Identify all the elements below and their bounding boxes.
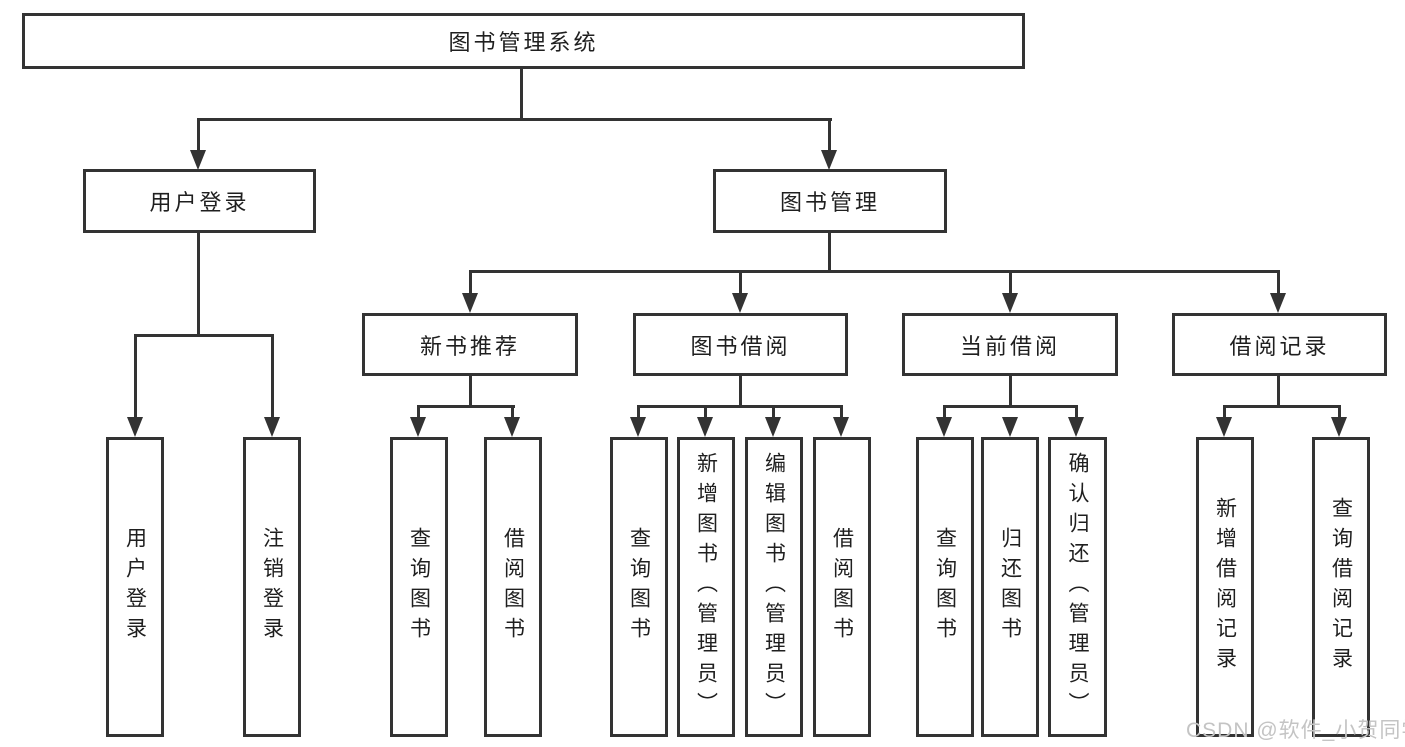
node-borrow-records: 借阅记录	[1172, 313, 1387, 376]
leaf-confirm-return-admin: 确认归还（管理员）	[1048, 437, 1107, 737]
connector-line	[1338, 405, 1341, 420]
arrow-down-icon	[264, 417, 280, 437]
arrow-down-icon	[410, 417, 426, 437]
connector-line	[469, 376, 472, 408]
arrow-down-icon	[1002, 417, 1018, 437]
connector-line	[1223, 405, 1226, 420]
leaf-label: 归还图书	[998, 527, 1022, 647]
arrow-down-icon	[936, 417, 952, 437]
arrow-down-icon	[697, 417, 713, 437]
leaf-query-borrow-record: 查询借阅记录	[1312, 437, 1370, 737]
connector-line	[417, 405, 420, 420]
connector-line	[828, 233, 831, 273]
node-label: 当前借阅	[959, 333, 1060, 359]
node-label: 图书管理	[779, 190, 880, 215]
connector-line	[637, 405, 843, 408]
arrow-down-icon	[1270, 293, 1286, 313]
arrow-down-icon	[127, 417, 143, 437]
leaf-add-books-admin: 新增图书（管理员）	[677, 437, 735, 737]
leaf-query-books-3: 查询图书	[916, 437, 974, 737]
leaf-logout: 注销登录	[243, 437, 301, 737]
connector-line	[772, 405, 775, 420]
connector-line	[417, 405, 515, 408]
arrow-down-icon	[1331, 417, 1347, 437]
connector-line	[943, 405, 1078, 408]
connector-line	[469, 270, 472, 296]
watermark-text: CSDN @软件_小贺同学	[1186, 719, 1405, 742]
leaf-label: 查询图书	[627, 527, 651, 647]
leaf-add-borrow-record: 新增借阅记录	[1196, 437, 1254, 737]
node-label: 新书推荐	[419, 333, 520, 359]
connector-line	[828, 118, 831, 154]
leaf-label: 查询图书	[933, 527, 957, 647]
arrow-down-icon	[821, 150, 837, 170]
leaf-label: 注销登录	[260, 527, 284, 647]
arrow-down-icon	[1002, 293, 1018, 313]
leaf-label: 确认归还（管理员）	[1066, 452, 1089, 722]
leaf-label: 借阅图书	[830, 527, 854, 647]
connector-line	[1223, 405, 1341, 408]
arrow-down-icon	[1216, 417, 1232, 437]
arrow-down-icon	[765, 417, 781, 437]
connector-line	[1277, 376, 1280, 408]
leaf-query-books-1: 查询图书	[390, 437, 448, 737]
arrow-down-icon	[190, 150, 206, 170]
connector-line	[134, 334, 137, 420]
connector-line	[739, 270, 742, 296]
node-label: 借阅记录	[1229, 333, 1330, 359]
arrow-down-icon	[504, 417, 520, 437]
node-user-login: 用户登录	[83, 169, 316, 233]
leaf-label: 借阅图书	[501, 527, 525, 647]
arrow-down-icon	[732, 293, 748, 313]
leaf-label: 查询借阅记录	[1329, 497, 1353, 677]
node-new-book-recommend: 新书推荐	[362, 313, 578, 376]
leaf-edit-books-admin: 编辑图书（管理员）	[745, 437, 803, 737]
connector-line	[1075, 405, 1078, 420]
arrow-down-icon	[1068, 417, 1084, 437]
leaf-label: 查询图书	[407, 527, 431, 647]
leaf-user-login: 用户登录	[106, 437, 164, 737]
connector-line	[1277, 270, 1280, 296]
connector-line	[1009, 376, 1012, 408]
arrow-down-icon	[630, 417, 646, 437]
connector-line	[637, 405, 640, 420]
connector-line	[469, 270, 1280, 273]
node-book-borrow: 图书借阅	[633, 313, 848, 376]
connector-line	[1009, 270, 1012, 296]
node-label: 用户登录	[149, 190, 250, 215]
connector-line	[197, 118, 832, 121]
leaf-label: 用户登录	[123, 527, 147, 647]
arrow-down-icon	[462, 293, 478, 313]
node-book-management: 图书管理	[713, 169, 947, 233]
leaf-label: 编辑图书（管理员）	[762, 452, 786, 722]
leaf-borrow-books-2: 借阅图书	[813, 437, 871, 737]
leaf-return-books: 归还图书	[981, 437, 1039, 737]
node-label: 图书管理系统	[448, 30, 599, 55]
connector-line	[943, 405, 946, 420]
connector-line	[197, 233, 200, 337]
leaf-label: 新增借阅记录	[1213, 497, 1237, 677]
connector-line	[739, 376, 742, 408]
connector-line	[840, 405, 843, 420]
node-current-borrow: 当前借阅	[902, 313, 1118, 376]
connector-line	[134, 334, 274, 337]
connector-line	[271, 334, 274, 420]
node-root-system: 图书管理系统	[22, 13, 1025, 69]
leaf-label: 新增图书（管理员）	[694, 452, 718, 722]
connector-line	[197, 118, 200, 154]
leaf-query-books-2: 查询图书	[610, 437, 668, 737]
connector-line	[511, 405, 514, 420]
leaf-borrow-books-1: 借阅图书	[484, 437, 542, 737]
connector-line	[704, 405, 707, 420]
node-label: 图书借阅	[690, 333, 791, 359]
connector-line	[520, 69, 523, 120]
arrow-down-icon	[833, 417, 849, 437]
